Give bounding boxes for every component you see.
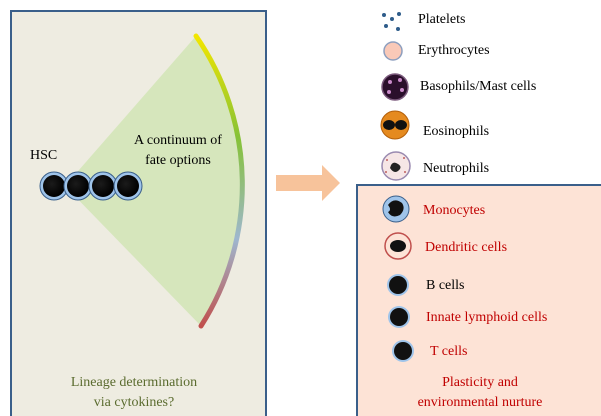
b-cell-icon [387,274,409,296]
neutrophil-icon [381,151,411,181]
hsc-cell [67,175,89,197]
hsc-cell [117,175,139,197]
t-cell-icon [392,340,414,362]
fate-arc [193,33,245,329]
eosinophil-icon [380,110,410,140]
cell-label: Basophils/Mast cells [420,79,537,94]
cell-label: Innate lymphoid cells [426,310,548,325]
fate-wedge [65,36,243,326]
transition-arrow [276,165,340,201]
cell-label: Neutrophils [423,161,490,176]
hsc-label: HSC [30,148,58,163]
basophil-icon [381,73,409,101]
monocyte-icon [382,195,410,223]
cell-label: B cells [426,278,465,293]
hsc-cell [92,175,114,197]
cell-label: Eosinophils [423,124,490,139]
hsc-cells [39,171,143,201]
cell-label: Dendritic cells [425,240,508,255]
hsc-cell [43,175,65,197]
cell-label: Platelets [418,12,466,27]
erythrocyte-icon [383,41,403,61]
platelet-icon [382,12,401,31]
cell-label: Monocytes [423,203,486,218]
dendritic-cell-icon [384,232,412,260]
cell-label: Erythrocytes [418,43,490,58]
innate-lymphoid-cell-icon [388,306,410,328]
right-panel [356,184,601,416]
cell-label: T cells [430,344,468,359]
